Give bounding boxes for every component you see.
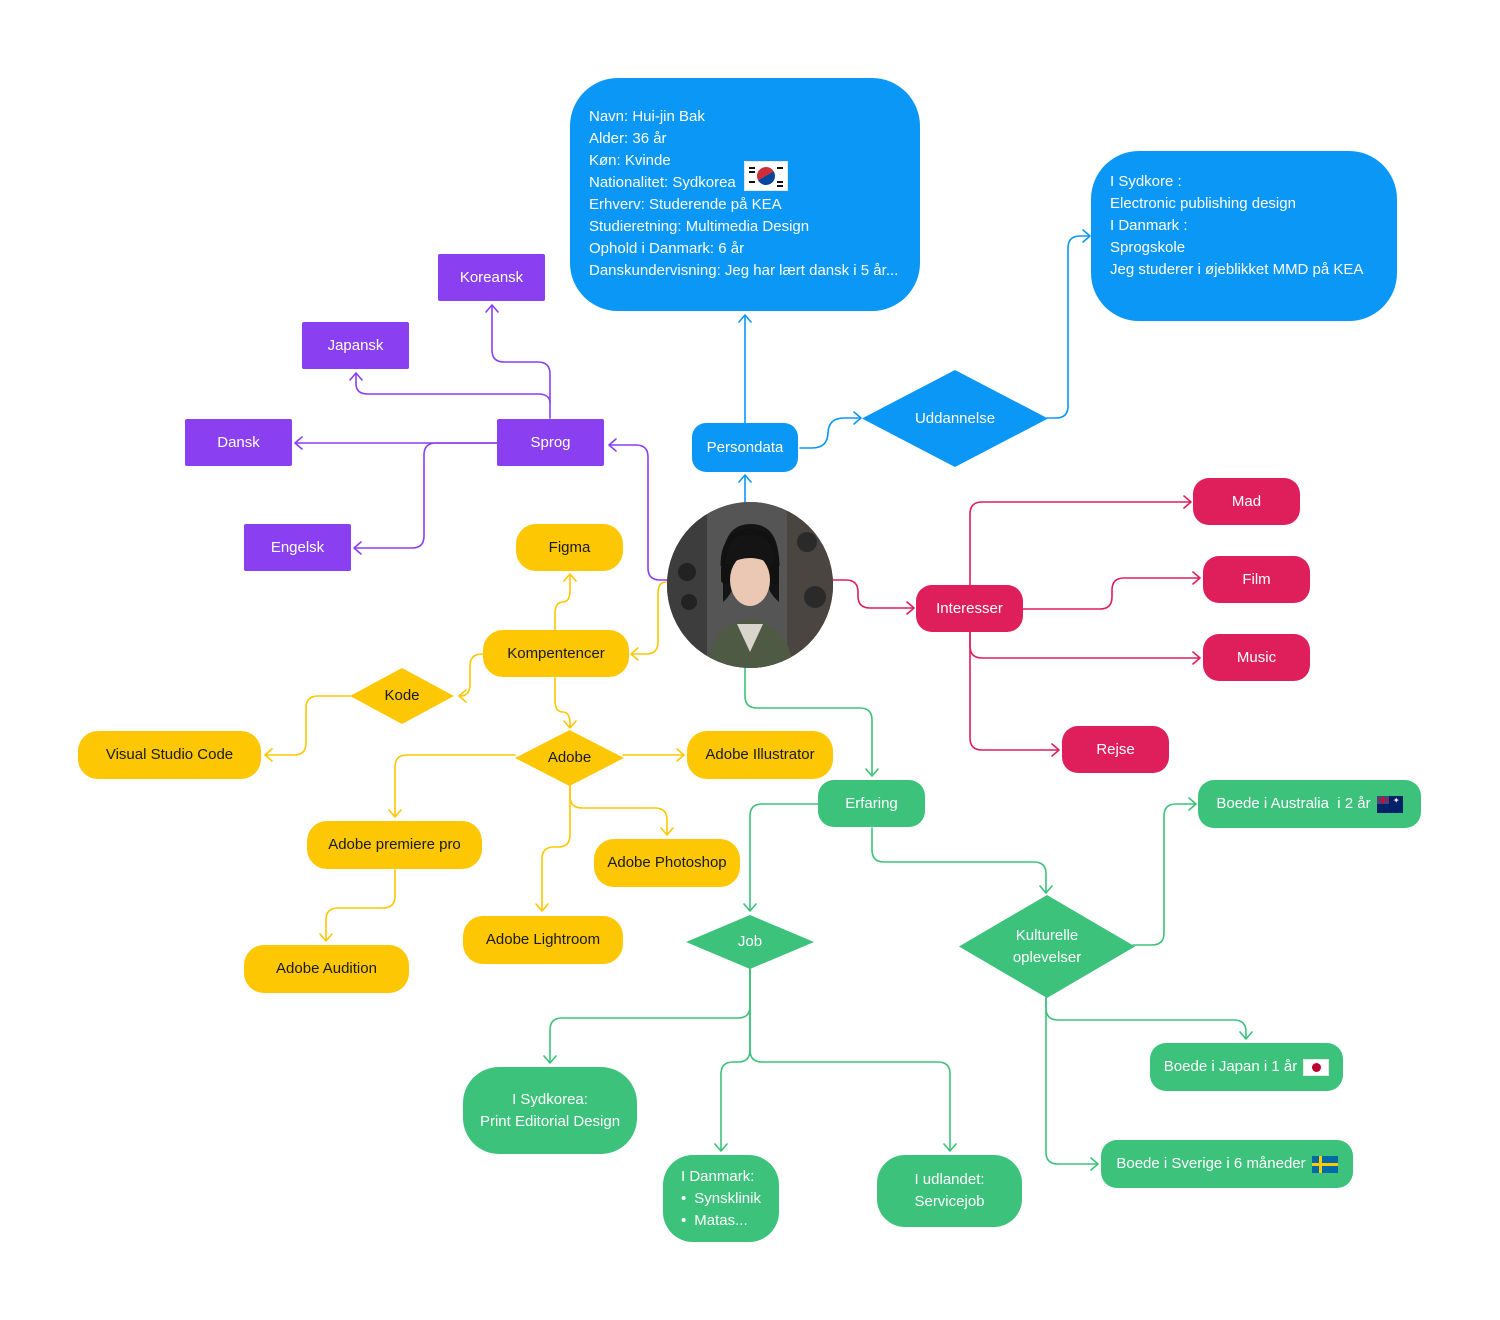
adobe-diamond-shape: [515, 730, 624, 786]
profile-photo-avatar: [667, 502, 833, 668]
job-udlandet-role: Servicejob: [914, 1193, 985, 1210]
node-figma: Figma: [516, 524, 623, 571]
node-kode: Kode: [350, 668, 454, 724]
node-adobe-lightroom: Adobe Lightroom: [463, 916, 623, 964]
kulturelle-label: Kulturelle oplevelser: [1013, 925, 1081, 969]
profile-residence: Ophold i Danmark: 6 år: [589, 240, 745, 257]
sweden-flag-icon: [1311, 1155, 1338, 1173]
kulturelle-label-line2: oplevelser: [1012, 948, 1082, 966]
profile-occupation: Erhverv: Studerende på KEA: [589, 196, 782, 213]
persondata-details-card: Navn: Hui-jin Bak Alder: 36 år Køn: Kvin…: [570, 78, 920, 311]
node-koreansk: Koreansk: [438, 254, 545, 301]
profile-study: Studieretning: Multimedia Design: [589, 218, 810, 235]
uddannelse-label: Uddannelse: [914, 409, 996, 427]
node-film: Film: [1203, 556, 1310, 603]
japan-flag-icon: [1303, 1058, 1330, 1076]
job-danmark-item: Matas...: [681, 1210, 761, 1232]
node-uddannelse: Uddannelse: [862, 370, 1048, 467]
node-adobe-illustrator: Adobe Illustrator: [687, 731, 833, 779]
node-adobe-premiere-pro: Adobe premiere pro: [307, 821, 482, 869]
node-persondata: Persondata: [692, 423, 798, 472]
node-kulturelle-oplevelser: Kulturelle oplevelser: [959, 895, 1135, 998]
node-visual-studio-code: Visual Studio Code: [78, 731, 261, 779]
job-danmark-title: I Danmark:: [681, 1167, 755, 1185]
profile-nationality-text: Nationalitet: Sydkorea: [589, 174, 736, 191]
node-kompetencer: Kompentencer: [483, 630, 629, 677]
profile-gender: Køn: Kvinde: [589, 152, 671, 169]
kode-label: Kode: [384, 687, 420, 704]
education-line: Electronic publishing design: [1110, 195, 1296, 212]
node-dansk: Dansk: [185, 419, 292, 466]
boede-sverige-label: Boede i Sverige i 6 måneder: [1116, 1155, 1306, 1172]
node-erfaring: Erfaring: [818, 780, 925, 827]
node-rejse: Rejse: [1062, 726, 1169, 773]
kulturelle-diamond-shape: [959, 895, 1135, 998]
education-line: Jeg studerer i øjeblikket MMD på KEA: [1110, 261, 1364, 278]
profile-name: Navn: Hui-jin Bak: [589, 108, 705, 125]
education-details-card: I Sydkore : Electronic publishing design…: [1091, 151, 1397, 321]
south-korea-flag-icon: [743, 161, 788, 192]
job-sydkorea-title: I Sydkorea:: [512, 1090, 588, 1108]
job-udlandet-title: I udlandet:: [914, 1171, 985, 1188]
node-boede-sverige: Boede i Sverige i 6 måneder: [1101, 1140, 1353, 1188]
node-interesser: Interesser: [916, 585, 1023, 632]
node-music: Music: [1203, 634, 1310, 681]
kode-diamond-shape: [350, 668, 454, 724]
node-japansk: Japansk: [302, 322, 409, 369]
job-sydkorea-role: Print Editorial Design: [479, 1112, 621, 1130]
education-line: Sprogskole: [1110, 239, 1186, 256]
boede-australia-label: Boede i Australia i 2 år: [1216, 795, 1371, 812]
node-adobe-audition: Adobe Audition: [244, 945, 409, 993]
profile-age: Alder: 36 år: [589, 130, 667, 147]
person-portrait-icon: [667, 502, 833, 668]
profile-danish-lessons: Danskundervisning: Jeg har lært dansk i …: [589, 262, 899, 279]
node-sprog: Sprog: [497, 419, 604, 466]
education-line: I Danmark :: [1110, 217, 1188, 234]
node-boede-australia: Boede i Australia i 2 år: [1198, 780, 1421, 828]
education-line: I Sydkore :: [1110, 173, 1182, 190]
node-mad: Mad: [1193, 478, 1300, 525]
node-adobe: Adobe: [515, 730, 624, 786]
kulturelle-label-line1: Kulturelle: [1015, 926, 1079, 944]
uddannelse-diamond-shape: [862, 370, 1048, 467]
node-boede-japan: Boede i Japan i 1 år: [1150, 1043, 1343, 1091]
adobe-label: Adobe: [547, 749, 592, 766]
node-job-sydkorea: I Sydkorea: Print Editorial Design: [463, 1067, 637, 1154]
boede-japan-label: Boede i Japan i 1 år: [1163, 1058, 1298, 1075]
job-danmark-item: Synsklinik: [681, 1188, 761, 1210]
node-engelsk: Engelsk: [244, 524, 351, 571]
job-diamond-shape: [686, 915, 814, 969]
node-job-udlandet: I udlandet: Servicejob: [877, 1155, 1022, 1227]
profile-nationality: Nationalitet: Sydkorea: [589, 161, 901, 194]
node-adobe-photoshop: Adobe Photoshop: [594, 839, 740, 887]
job-label: Job: [737, 933, 763, 950]
node-job: Job: [686, 915, 814, 969]
australia-flag-icon: [1376, 795, 1403, 813]
node-job-danmark: I Danmark: Synsklinik Matas...: [663, 1155, 779, 1242]
